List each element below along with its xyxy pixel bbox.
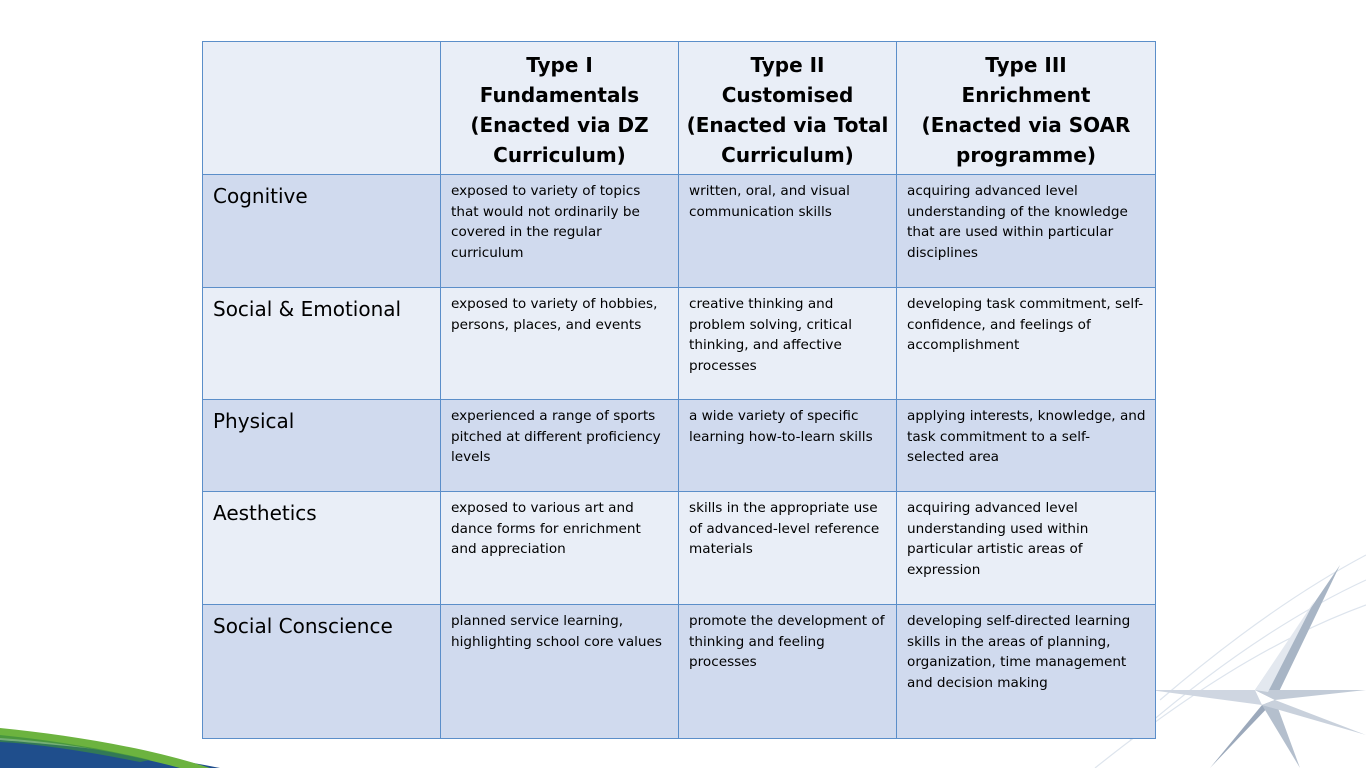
table-cell: written, oral, and visual communication … xyxy=(678,174,897,288)
header-type-1: Type I Fundamentals (Enacted via DZ Curr… xyxy=(440,41,679,175)
table-cell: exposed to various art and dance forms f… xyxy=(440,491,679,605)
header-line: Enrichment xyxy=(961,83,1091,107)
table-row-social-conscience: Social Conscience planned service learni… xyxy=(202,604,1156,739)
table-cell: acquiring advanced level understanding o… xyxy=(896,174,1156,288)
table-cell: developing task commitment, self-confide… xyxy=(896,287,1156,400)
table-row-cognitive: Cognitive exposed to variety of topics t… xyxy=(202,174,1156,288)
row-label: Social & Emotional xyxy=(202,287,441,400)
table-cell: experienced a range of sports pitched at… xyxy=(440,399,679,492)
table-row-social-emotional: Social & Emotional exposed to variety of… xyxy=(202,287,1156,400)
table-cell: planned service learning, highlighting s… xyxy=(440,604,679,739)
table-cell: developing self-directed learning skills… xyxy=(896,604,1156,739)
table-cell: a wide variety of specific learning how-… xyxy=(678,399,897,492)
header-line: Type II xyxy=(750,53,825,77)
row-label: Social Conscience xyxy=(202,604,441,739)
table-cell: exposed to variety of hobbies, persons, … xyxy=(440,287,679,400)
header-line: (Enacted via SOAR xyxy=(921,113,1131,137)
enrichment-model-table: Type I Fundamentals (Enacted via DZ Curr… xyxy=(202,41,1156,739)
header-empty-cell xyxy=(202,41,441,175)
header-line: programme) xyxy=(956,143,1096,167)
table-row-physical: Physical experienced a range of sports p… xyxy=(202,399,1156,492)
table-header-row: Type I Fundamentals (Enacted via DZ Curr… xyxy=(202,41,1156,175)
table-cell: applying interests, knowledge, and task … xyxy=(896,399,1156,492)
table-cell: skills in the appropriate use of advance… xyxy=(678,491,897,605)
table-cell: promote the development of thinking and … xyxy=(678,604,897,739)
header-type-3: Type III Enrichment (Enacted via SOAR pr… xyxy=(896,41,1156,175)
header-line: (Enacted via Total xyxy=(686,113,889,137)
header-line: Fundamentals xyxy=(479,83,640,107)
header-line: Curriculum) xyxy=(721,143,854,167)
row-label: Aesthetics xyxy=(202,491,441,605)
row-label: Cognitive xyxy=(202,174,441,288)
header-type-2: Type II Customised (Enacted via Total Cu… xyxy=(678,41,897,175)
header-line: Type I xyxy=(526,53,593,77)
header-line: Type III xyxy=(985,53,1067,77)
header-line: Customised xyxy=(721,83,854,107)
table-cell: exposed to variety of topics that would … xyxy=(440,174,679,288)
table-cell: creative thinking and problem solving, c… xyxy=(678,287,897,400)
table-row-aesthetics: Aesthetics exposed to various art and da… xyxy=(202,491,1156,605)
green-blue-swoosh xyxy=(0,728,220,768)
header-line: (Enacted via DZ xyxy=(470,113,649,137)
table-cell: acquiring advanced level understanding u… xyxy=(896,491,1156,605)
header-line: Curriculum) xyxy=(493,143,626,167)
row-label: Physical xyxy=(202,399,441,492)
